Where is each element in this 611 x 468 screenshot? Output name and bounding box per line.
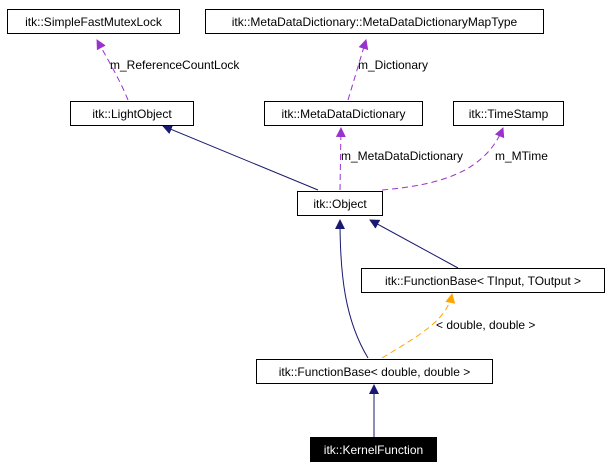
edge-object-to-metadict — [335, 127, 346, 191]
edge-object-to-lightobject — [162, 124, 319, 191]
edge-funcbaset-to-object — [369, 219, 459, 269]
edge-metadict-to-maptype — [347, 39, 369, 101]
node-object[interactable]: itk::Object — [297, 191, 383, 216]
node-simple-fast-mutex-lock[interactable]: itk::SimpleFastMutexLock — [7, 9, 180, 34]
edge-label-template-args: < double, double > — [436, 318, 536, 332]
edge-label-dictionary: m_Dictionary — [358, 58, 429, 72]
edge-funcbasedd-to-object — [335, 219, 369, 359]
node-function-base-double-double[interactable]: itk::FunctionBase< double, double > — [256, 359, 493, 384]
node-metadatadictionary[interactable]: itk::MetaDataDictionary — [264, 101, 423, 126]
node-function-base-tinput-toutput[interactable]: itk::FunctionBase< TInput, TOutput > — [361, 268, 605, 293]
node-metadatadictionary-maptype[interactable]: itk::MetaDataDictionary::MetaDataDiction… — [205, 9, 544, 34]
edge-label-metadatadictionary: m_MetaDataDictionary — [341, 149, 464, 163]
node-kernel-function[interactable]: itk::KernelFunction — [310, 437, 437, 462]
node-timestamp[interactable]: itk::TimeStamp — [453, 101, 564, 126]
edge-label-mtime: m_MTime — [495, 149, 548, 163]
edge-lightobject-to-mutex — [96, 39, 129, 101]
edge-label-reference-count-lock: m_ReferenceCountLock — [110, 58, 240, 72]
edge-funcbasedd-to-funcbaset — [381, 293, 456, 359]
node-light-object[interactable]: itk::LightObject — [70, 101, 194, 126]
